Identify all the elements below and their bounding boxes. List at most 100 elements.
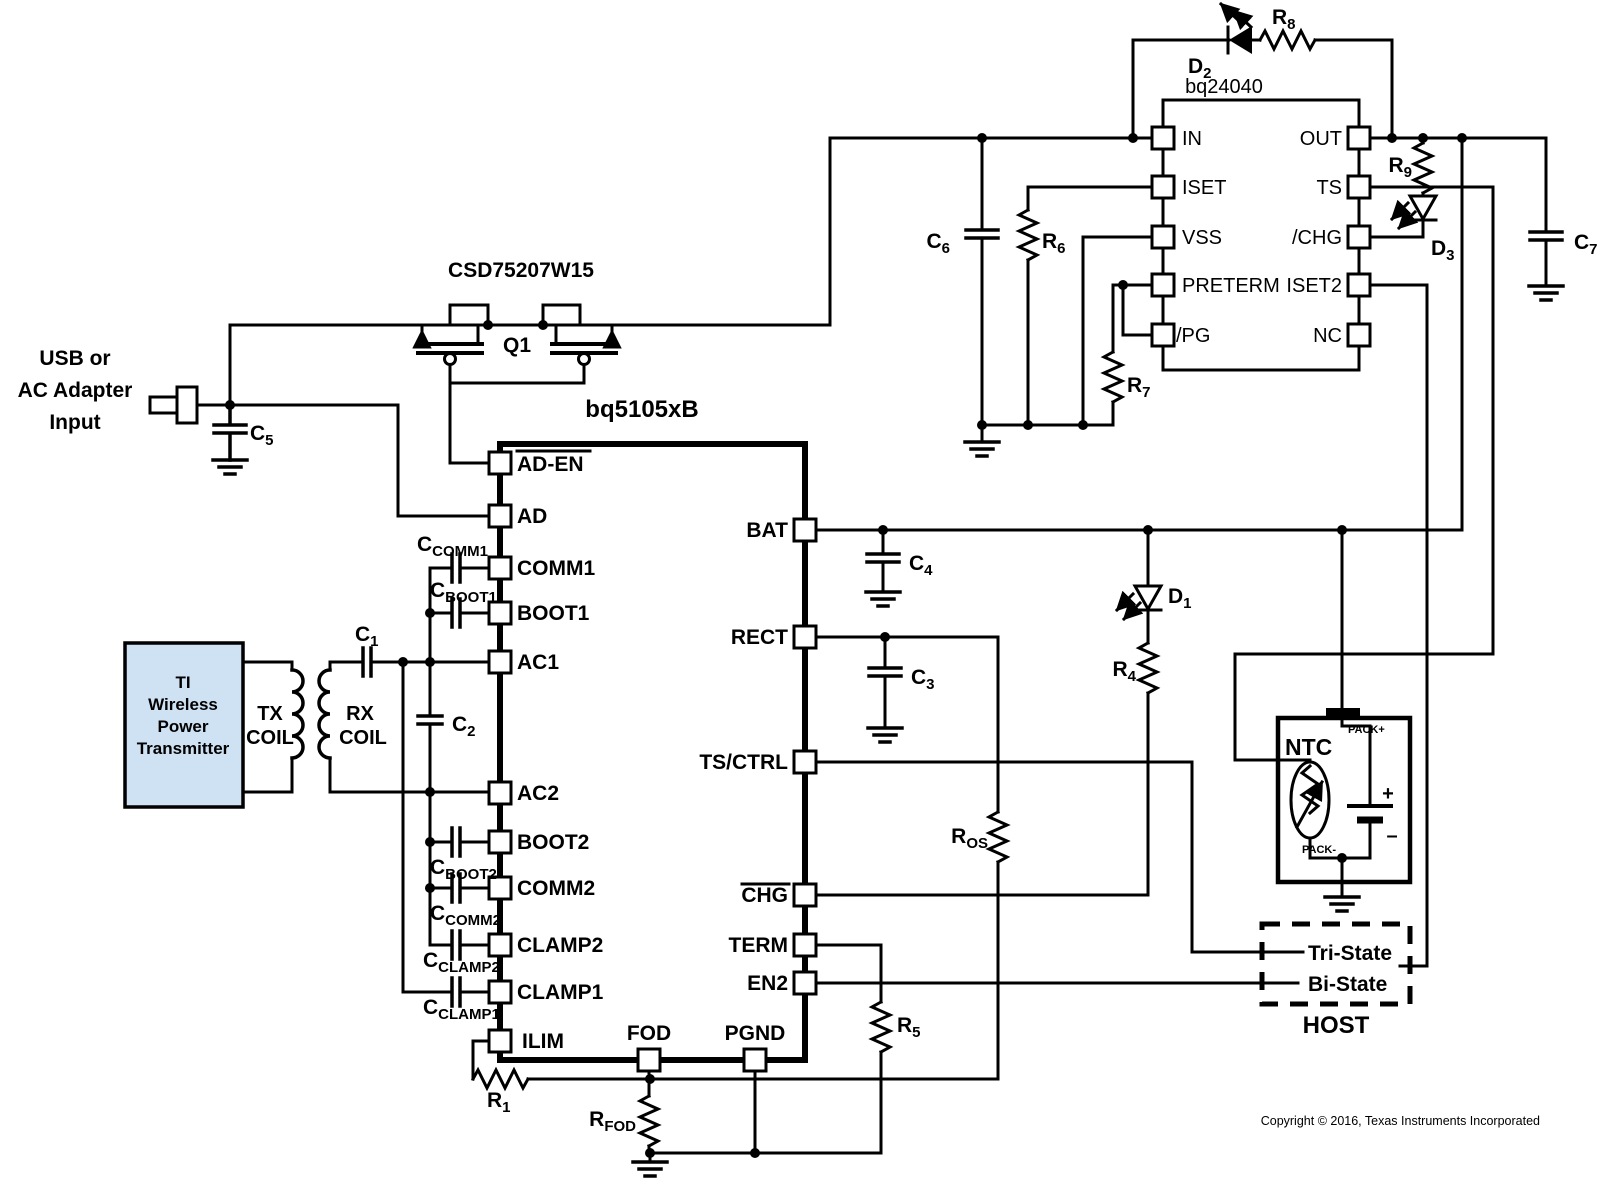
label-c1: C1	[355, 623, 379, 650]
resistors	[470, 27, 1436, 1149]
junction-dot	[1337, 853, 1347, 863]
led-d2	[1218, 1, 1254, 55]
ground-bq24040	[963, 440, 1001, 458]
pin-label-vss: VSS	[1182, 227, 1222, 249]
pin-label-boot1: BOOT1	[517, 602, 590, 625]
pin-label-pgnd: PGND	[725, 1022, 786, 1045]
label-r1: R1	[487, 1089, 511, 1116]
resistor-r9-symbol	[1410, 140, 1436, 196]
junction-dot	[425, 657, 435, 667]
wires	[195, 38, 1548, 1164]
junction-dot	[1418, 133, 1428, 143]
pack-plus-terminal	[1326, 708, 1360, 718]
resistor-r8-symbol	[1257, 27, 1318, 53]
junction-dot	[645, 1148, 655, 1158]
label-c5: C5	[250, 422, 274, 449]
pin-label-fod: FOD	[627, 1022, 671, 1045]
led-d3-triangle	[1407, 194, 1439, 223]
pin-label-ad: AD	[517, 505, 547, 528]
wire-ts-to-ntc	[1233, 185, 1495, 764]
resistor-r7-symbol	[1100, 349, 1126, 405]
junction-dot	[483, 320, 493, 330]
pin-nc	[1346, 322, 1372, 348]
pin-boot2	[487, 829, 513, 855]
pin-iset	[1150, 174, 1176, 200]
pin-label-chgn: /CHG	[1292, 227, 1342, 249]
label-rfod: RFOD	[589, 1108, 636, 1135]
junction-dot	[977, 420, 987, 430]
tx-transmitter-box	[123, 641, 245, 809]
label-cclamp2: CCLAMP2	[423, 949, 500, 976]
wire-r1-to-ros	[526, 860, 1000, 1081]
wire-iset2-tristate	[1368, 283, 1429, 968]
junction-dot	[425, 608, 435, 618]
battery-pack	[1275, 708, 1413, 885]
pin-label-iset2: ISET2	[1286, 275, 1342, 297]
led-d1	[1114, 584, 1164, 622]
capacitor-ccomm1-symbol	[450, 552, 462, 584]
pin-label-aden: AD-EN	[517, 453, 584, 476]
tx-box-label-1: TI	[175, 673, 190, 692]
wire-iset-r6	[1026, 185, 1154, 427]
q1-top-brackets	[448, 303, 582, 327]
usb-input-label-3: Input	[49, 411, 100, 434]
label-r4: R4	[1112, 658, 1136, 685]
pin-clamp1	[487, 979, 513, 1005]
junction-dot	[645, 1074, 655, 1084]
pack-minus-label: PACK-	[1302, 844, 1336, 856]
pin-comm2	[487, 875, 513, 901]
pin-label-tsctrl: TS/CTRL	[699, 751, 788, 774]
pin-label-term: TERM	[729, 934, 789, 957]
junction-dot	[1023, 420, 1033, 430]
junction-dot	[1143, 525, 1153, 535]
pin-chgn	[1346, 224, 1372, 250]
pin-label-chg: CHG	[741, 884, 788, 907]
wire-q1-gate-aden	[448, 363, 586, 465]
ground-c7	[1527, 284, 1565, 302]
capacitor-c5-symbol	[212, 403, 248, 462]
wire-ilim	[471, 1039, 491, 1081]
junction-dot	[1387, 133, 1397, 143]
label-r9: R9	[1388, 154, 1412, 181]
wire-tsctrl-tristate	[814, 760, 1305, 954]
capacitor-cclamp1-symbol	[450, 976, 462, 1008]
coils-symbols	[290, 668, 332, 760]
host-bistate-label: Bi-State	[1308, 973, 1387, 996]
pin-clamp2	[487, 932, 513, 958]
wire-c6-gnd-rail	[980, 136, 1115, 444]
junction-dot	[225, 400, 235, 410]
junction-dot	[398, 657, 408, 667]
pin-label-ac1: AC1	[517, 651, 559, 674]
pin-rect	[792, 624, 818, 650]
label-ccomm1: CCOMM1	[417, 533, 488, 560]
label-d2: D2	[1188, 55, 1212, 82]
pin-fod	[636, 1047, 662, 1073]
q1-dual-fet	[412, 303, 622, 366]
ground-c3	[866, 726, 904, 744]
label-c4: C4	[909, 552, 933, 579]
wire-coil-leads	[241, 660, 332, 794]
pin-label-ilim: ILIM	[522, 1030, 564, 1053]
label-r6: R6	[1042, 230, 1066, 257]
tx-coil-label-2: COIL	[246, 727, 294, 749]
usb-connector	[148, 385, 199, 425]
ground-symbols	[211, 284, 1565, 1178]
pin-comm1	[487, 555, 513, 581]
tx-box-label-3: Power	[157, 717, 208, 736]
pack-plus-label: PACK+	[1348, 724, 1385, 736]
junction-dot	[1118, 280, 1128, 290]
wire-out-c7	[1368, 136, 1548, 288]
pin-label-preterm: PRETERM	[1182, 275, 1280, 297]
wire-clamp1-rail	[401, 660, 454, 994]
label-cboot1: CBOOT1	[430, 579, 497, 606]
bq5105xb-title: bq5105xB	[585, 396, 698, 423]
wire-ac2-cap-rail	[428, 790, 491, 994]
usb-input-label-1: USB or	[39, 347, 110, 370]
usb-input-label-2: AC Adapter	[18, 379, 133, 402]
junction-dots	[225, 133, 1467, 1158]
labels: USB or AC Adapter Input TI Wireless Powe…	[18, 6, 1598, 1135]
led-d3	[1389, 194, 1439, 231]
junction-dot	[878, 525, 888, 535]
capacitor-ccomm2-symbol	[450, 872, 462, 904]
